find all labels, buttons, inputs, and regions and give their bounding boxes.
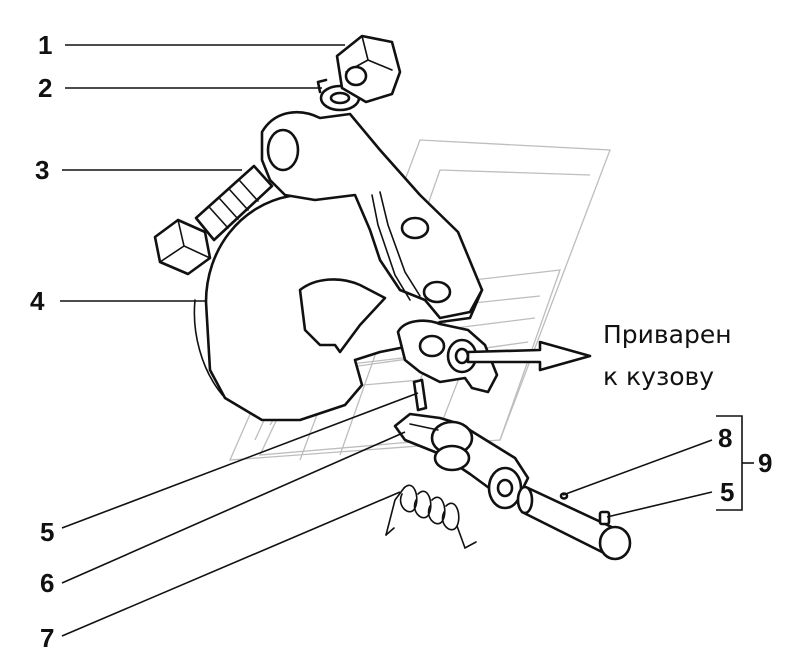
- small-pin: [412, 378, 428, 412]
- callout-1: 1: [38, 30, 52, 60]
- welded-note: Приварен к кузову: [603, 320, 732, 391]
- lever: [393, 412, 530, 510]
- hex-nut: [335, 34, 402, 104]
- callout-4: 4: [30, 286, 45, 316]
- axle-pin: [516, 485, 632, 561]
- callout-7: 7: [40, 623, 54, 653]
- callout-2: 2: [38, 73, 52, 103]
- note-line-2: к кузову: [603, 362, 714, 391]
- callout-6: 6: [40, 568, 54, 598]
- callout-3: 3: [35, 155, 49, 185]
- bracket-body: [193, 110, 484, 422]
- arrow-right-icon: [466, 340, 592, 372]
- callout-8: 8: [718, 423, 732, 453]
- note-line-1: Приварен: [603, 320, 732, 349]
- callout-5-axle: 5: [720, 477, 734, 507]
- callout-labels: 1 2 3 4 5 6 7 8 5 9: [30, 30, 772, 653]
- callout-5-pin: 5: [40, 517, 54, 547]
- callout-9: 9: [758, 448, 772, 478]
- torsion-spring: [385, 484, 477, 550]
- leader-lines: [60, 44, 754, 637]
- bolt: [153, 164, 274, 276]
